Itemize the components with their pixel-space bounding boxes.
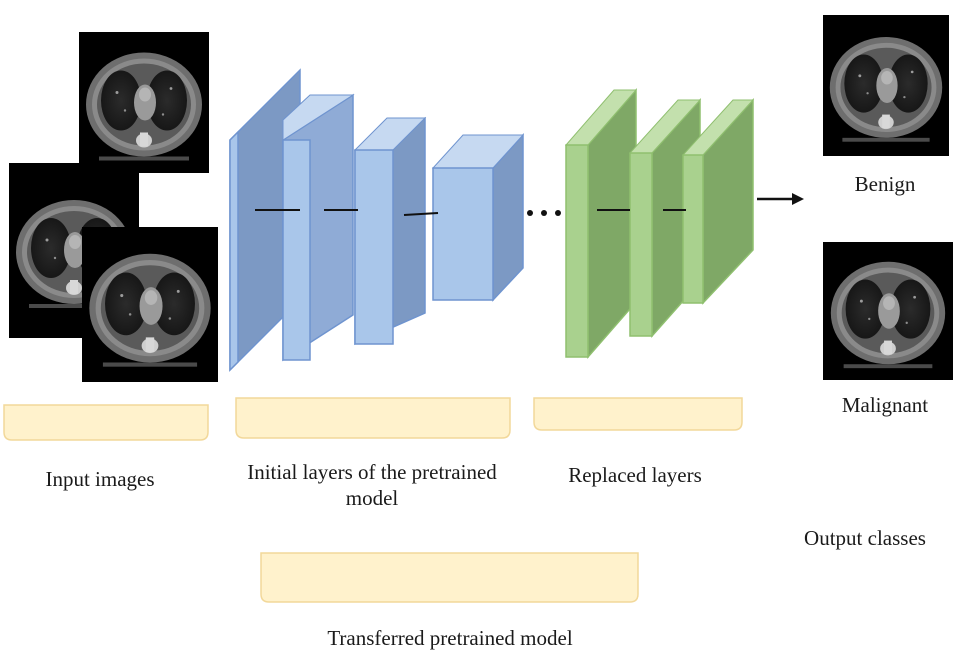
- input-images-label: Input images: [45, 467, 155, 491]
- green-layer-1: [564, 88, 638, 359]
- initial-layers-label: Initial layers of the pretrained model: [247, 460, 497, 511]
- replaced-layers-label: Replaced layers: [568, 463, 702, 487]
- blue-layer-2: [282, 93, 355, 362]
- output-images-group: [823, 15, 953, 380]
- benign-ct-image: [823, 15, 949, 156]
- blue-layer-1-front: [229, 130, 239, 372]
- blue-layer-4: [431, 133, 525, 302]
- green-layer-2: [628, 98, 702, 338]
- ellipsis-dots: [527, 210, 561, 216]
- input-ct-image-1: [79, 32, 209, 173]
- blue-layer-3: [353, 116, 427, 346]
- replaced-layers-group: [564, 88, 755, 359]
- input-images-bracket: [3, 404, 209, 441]
- initial-layers-bracket: [235, 397, 511, 439]
- initial-layers-group: [229, 68, 525, 372]
- connector-line-3: [403, 212, 439, 216]
- transferred-model-bracket: [260, 552, 639, 603]
- malignant-ct-image: [823, 242, 953, 380]
- replaced-layers-bracket: [533, 397, 743, 431]
- malignant-label: Malignant: [841, 393, 929, 417]
- green-layer-3: [681, 98, 755, 305]
- transferred-model-label: Transferred pretrained model: [327, 626, 573, 650]
- benign-label: Benign: [854, 172, 916, 196]
- right-arrow-icon: [757, 193, 804, 205]
- output-classes-label: Output classes: [804, 526, 926, 550]
- input-images-group: [9, 32, 218, 382]
- input-ct-image-3: [82, 227, 218, 382]
